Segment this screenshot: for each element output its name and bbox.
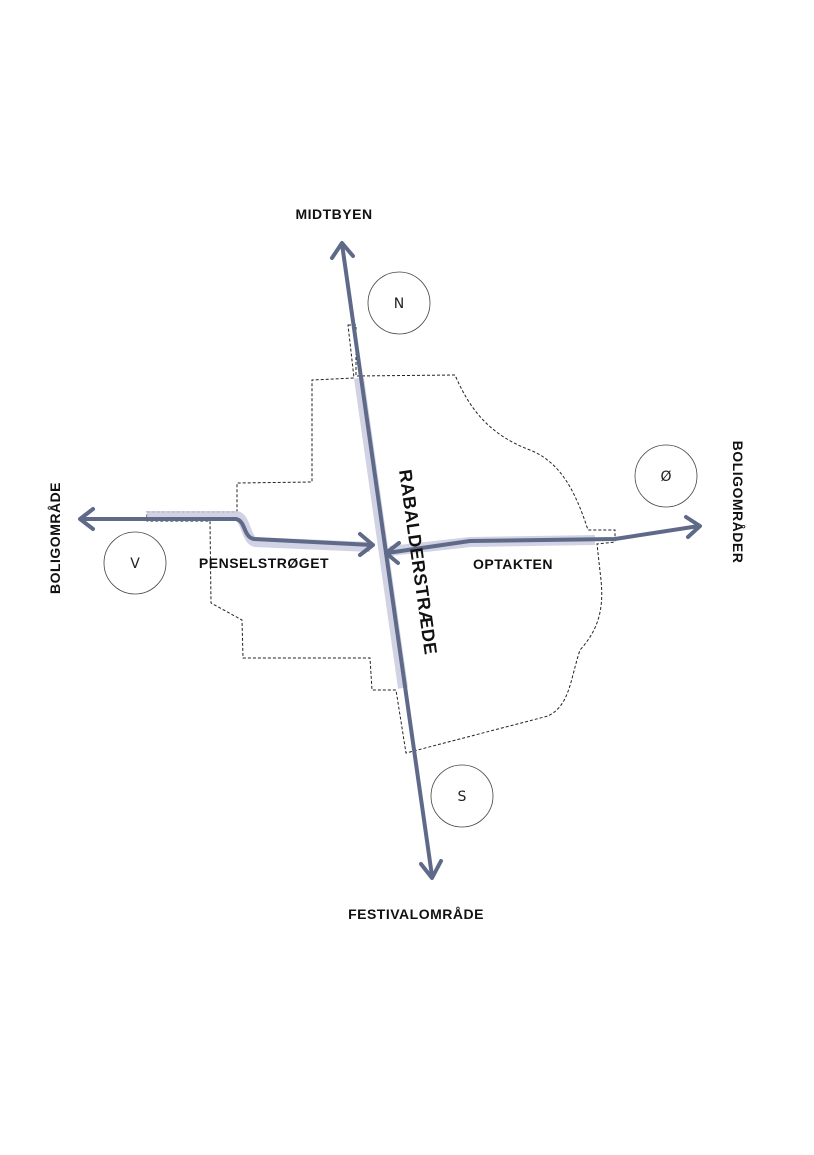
optakten-route (384, 515, 702, 565)
destination-north: MIDTBYEN (295, 206, 372, 222)
street-label-optakten: OPTAKTEN (473, 556, 553, 572)
compass-s-label: S (458, 789, 467, 805)
compass-east: Ø (634, 444, 698, 508)
street-label-rabalderstraede: RABALDERSTRÆDE (395, 468, 441, 656)
destination-west: BOLIGOMRÅDE (47, 482, 63, 594)
destination-south: FESTIVALOMRÅDE (348, 906, 484, 922)
compass-north: N (367, 271, 431, 335)
site-boundary (146, 324, 616, 754)
penselstroeget-route (78, 507, 375, 557)
compass-south: S (430, 764, 494, 828)
street-label-penselstroeget: PENSELSTRØGET (199, 555, 329, 571)
compass-w-label: V (130, 556, 140, 572)
compass-e-label: Ø (660, 469, 671, 485)
destination-east: BOLIGOMRÅDER (730, 441, 746, 564)
street-highlights (147, 377, 596, 689)
compass-west: V (103, 531, 167, 595)
rabalderstraede-route (330, 241, 443, 880)
compass-n-label: N (394, 296, 404, 312)
